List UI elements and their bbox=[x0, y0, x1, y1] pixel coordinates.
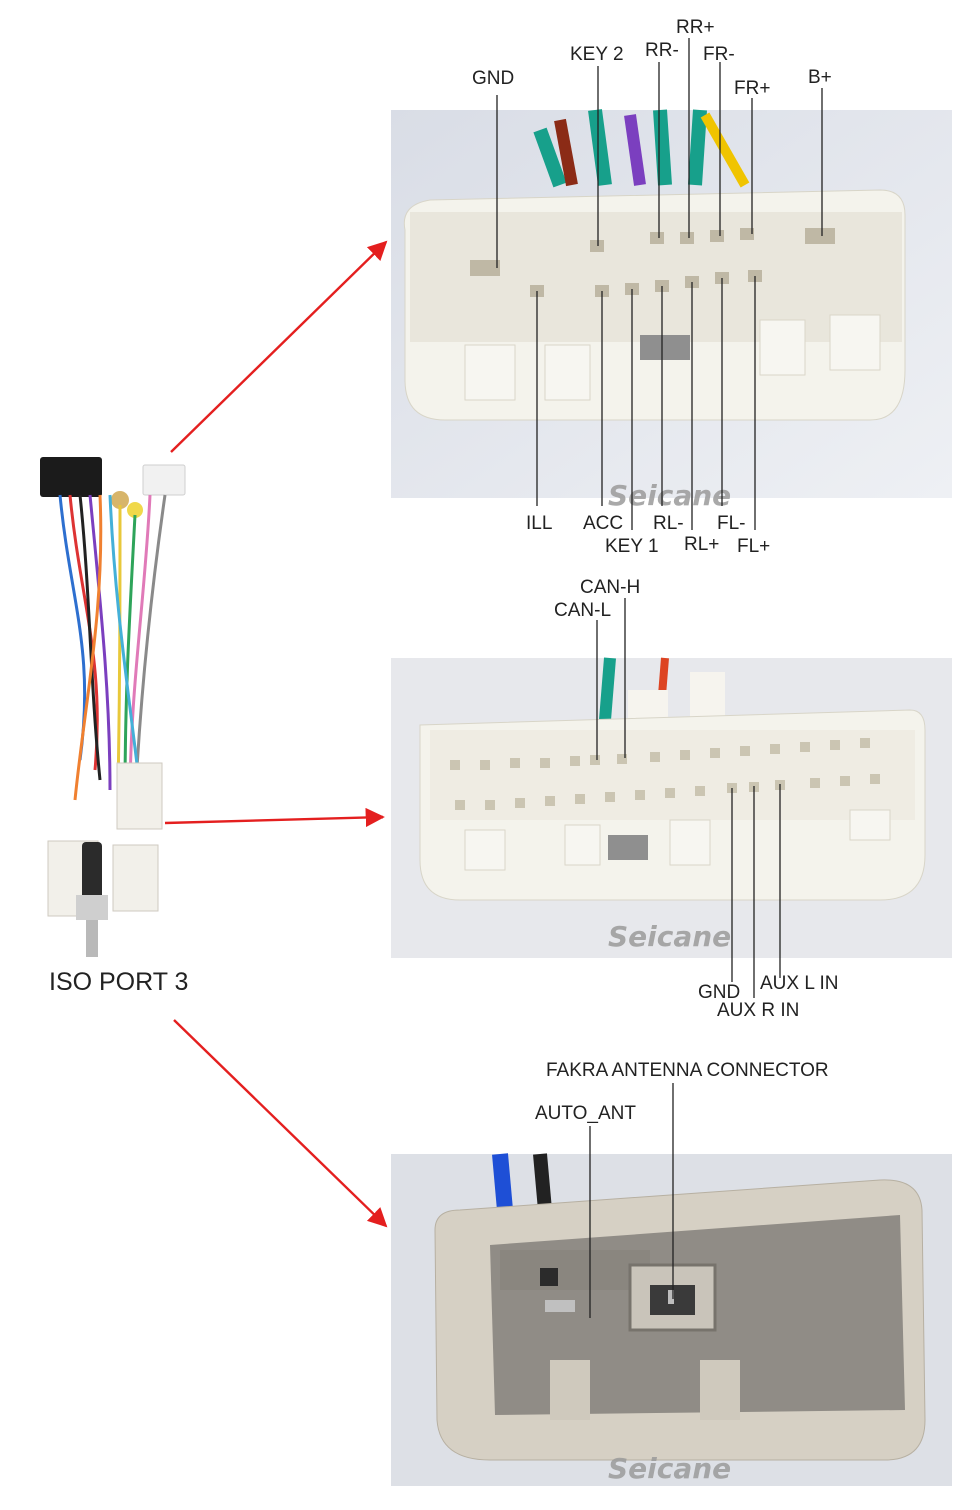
antenna-plug-icon bbox=[82, 842, 102, 912]
arrow-to-connector-3 bbox=[173, 1019, 388, 1228]
label-auto-ant: AUTO_ANT bbox=[535, 1103, 636, 1124]
harness-top-plug bbox=[40, 457, 102, 497]
label-fakra-antenna-connector: FAKRA ANTENNA CONNECTOR bbox=[546, 1060, 829, 1081]
connector-1-bottom-leaders bbox=[536, 276, 756, 530]
rca-plug-icon-2 bbox=[127, 502, 143, 518]
connector-1-top-leaders bbox=[496, 38, 823, 268]
harness-label: ISO PORT 3 bbox=[49, 968, 188, 996]
connector-1-photo bbox=[391, 109, 952, 498]
connector-2-labels: CAN-H CAN-L GND AUX R IN AUX L IN bbox=[554, 577, 839, 1021]
pin-label-aux-r-in: AUX R IN bbox=[717, 1000, 799, 1021]
pin-label-rr-plus: RR+ bbox=[676, 17, 715, 38]
pin-label-fl-minus: FL- bbox=[717, 513, 746, 534]
connector-2-pin-grid bbox=[450, 738, 880, 810]
connector-3-leaders bbox=[589, 1083, 674, 1318]
pin-label-fr-plus: FR+ bbox=[734, 78, 770, 99]
connector-1-wires bbox=[533, 109, 707, 188]
antenna-pin bbox=[86, 912, 98, 957]
pin-label-key1: KEY 1 bbox=[605, 536, 659, 557]
arrow-to-connector-2 bbox=[164, 807, 385, 828]
connector-1-top-labels: GND KEY 2 RR- RR+ FR- FR+ B+ bbox=[472, 17, 832, 99]
rca-plug-icon bbox=[111, 491, 129, 509]
harness-plug-a bbox=[116, 762, 163, 830]
pin-label-b-plus: B+ bbox=[808, 67, 832, 88]
harness-wires bbox=[58, 494, 167, 806]
pin-label-key2: KEY 2 bbox=[570, 44, 624, 65]
connector-3-photo bbox=[391, 1153, 952, 1486]
connector-3-labels: FAKRA ANTENNA CONNECTOR AUTO_ANT bbox=[535, 1060, 829, 1124]
watermark-1: Seicane bbox=[608, 479, 731, 512]
pin-label-rl-plus: RL+ bbox=[684, 534, 719, 555]
connector-1-bottom-labels: ILL ACC KEY 1 RL- RL+ FL- FL+ bbox=[526, 513, 770, 557]
harness-top-plug-white bbox=[142, 464, 186, 496]
pin-label-fl-plus: FL+ bbox=[737, 536, 770, 557]
pin-label-rl-minus: RL- bbox=[653, 513, 684, 534]
pin-label-fr-minus: FR- bbox=[703, 44, 735, 65]
pin-label-can-h: CAN-H bbox=[580, 577, 640, 598]
pin-label-can-l: CAN-L bbox=[554, 600, 611, 621]
watermark-2: Seicane bbox=[608, 920, 731, 953]
pin-label-gnd-2: GND bbox=[698, 982, 740, 1003]
wire-harness-image bbox=[40, 457, 186, 957]
arrow-to-connector-1 bbox=[170, 240, 388, 453]
connector-2-photo bbox=[391, 657, 952, 958]
pin-label-gnd: GND bbox=[472, 68, 514, 89]
pin-label-ill: ILL bbox=[526, 513, 552, 534]
harness-plug-c bbox=[112, 844, 159, 912]
antenna-pin-base bbox=[76, 895, 108, 920]
pin-label-aux-l-in: AUX L IN bbox=[760, 973, 839, 994]
connector-2-leaders bbox=[596, 598, 781, 998]
pin-label-acc: ACC bbox=[583, 513, 623, 534]
watermark-3: Seicane bbox=[608, 1452, 731, 1485]
pin-label-rr-minus: RR- bbox=[645, 40, 679, 61]
